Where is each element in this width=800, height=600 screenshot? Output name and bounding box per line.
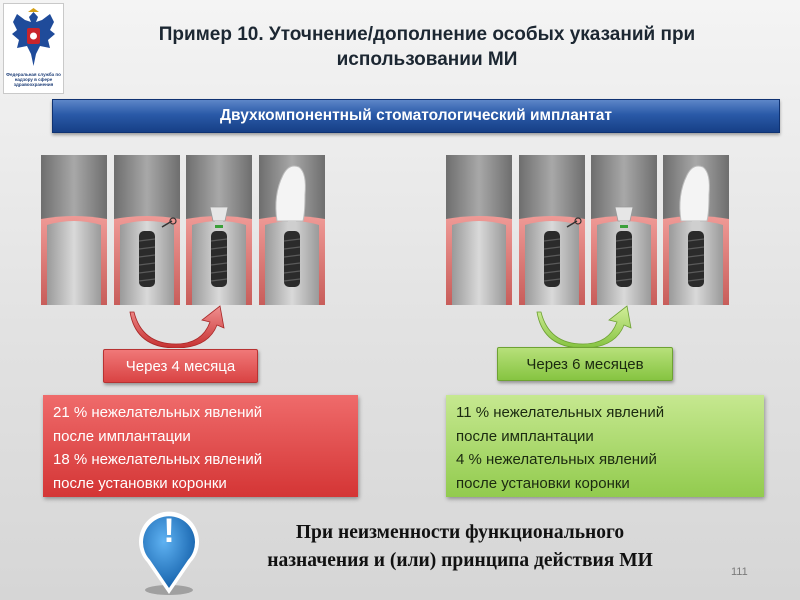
right-line-3: 4 % нежелательных явлений: [456, 451, 657, 468]
right-line-2: после имплантации: [456, 427, 594, 445]
right-line-4: после установки коронки: [456, 474, 630, 492]
exclamation-marker-icon: !: [139, 511, 199, 595]
title-line-2: использовании МИ: [336, 49, 518, 70]
left-line-2: после имплантации: [53, 427, 191, 445]
left-line-4: после установки коронки: [53, 474, 227, 492]
implant-panel-crown-left: [259, 155, 325, 305]
eagle-emblem-icon: [12, 8, 55, 66]
title-line-1: Пример 10. Уточнение/дополнение особых у…: [158, 24, 696, 45]
label-4-months-text: Через 4 месяца: [125, 358, 236, 375]
section-banner: Двухкомпонентный стоматологический импла…: [52, 99, 780, 133]
label-6-months-text: Через 6 месяцев: [526, 356, 644, 373]
implant-panel-crown-right: [663, 155, 729, 305]
implant-panel-empty-left: [41, 155, 107, 305]
warning-line-1: При неизменности функционального: [295, 522, 625, 543]
implant-panel-empty-right: [446, 155, 512, 305]
agency-logo: Федеральная служба по надзору в сфере зд…: [3, 3, 64, 94]
implant-panel-fixture-right: [519, 155, 585, 305]
implant-panel-abutment-left: [186, 155, 252, 305]
page-number: 111: [731, 566, 748, 578]
logo-caption: Федеральная служба по надзору в сфере зд…: [6, 72, 61, 87]
label-6-months: Через 6 месяцев: [497, 347, 673, 381]
curved-arrow-green-icon: [536, 305, 632, 348]
adverse-events-box-left: 21 % нежелательных явлений после имплант…: [43, 395, 358, 497]
slide-title: Пример 10. Уточнение/дополнение особых у…: [82, 22, 772, 72]
curved-arrow-red-icon: [129, 305, 225, 348]
warning-line-2: назначения и (или) принципа действия МИ: [267, 550, 653, 571]
implant-panel-abutment-right: [591, 155, 657, 305]
exclamation-glyph: !: [163, 512, 174, 550]
adverse-events-box-right: 11 % нежелательных явлений после имплант…: [446, 395, 764, 497]
right-line-1: 11 % нежелательных явлений: [456, 404, 665, 421]
label-4-months: Через 4 месяца: [103, 349, 258, 383]
banner-text: Двухкомпонентный стоматологический импла…: [220, 107, 612, 124]
implant-panel-fixture-left: [114, 155, 180, 305]
left-line-3: 18 % нежелательных явлений: [53, 451, 263, 468]
warning-note: При неизменности функционального назначе…: [210, 519, 710, 575]
left-line-1: 21 % нежелательных явлений: [53, 404, 263, 421]
